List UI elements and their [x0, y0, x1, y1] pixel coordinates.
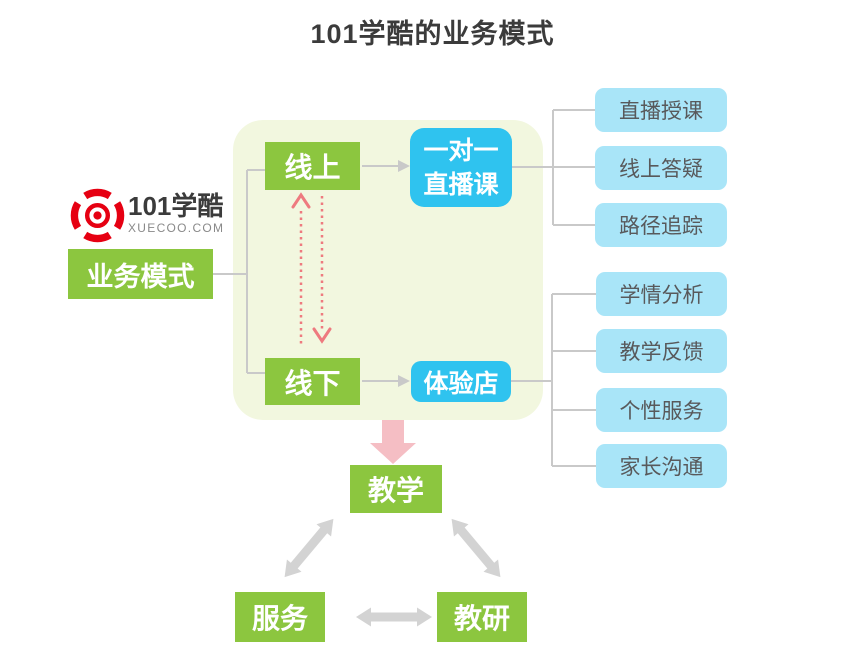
node-parent-communication: 家长沟通: [596, 444, 727, 488]
node-personal-service: 个性服务: [596, 388, 727, 432]
double-arrow-service-teaching-icon: [277, 512, 341, 584]
node-teaching-feedback: 教学反馈: [596, 329, 727, 373]
node-learning-analysis: 学情分析: [596, 272, 727, 316]
one-on-one-line1: 一对一: [423, 136, 499, 165]
node-one-on-one-live: 一对一 直播课: [410, 128, 512, 207]
node-research: 教研: [437, 592, 527, 642]
logo: 101学酷 XUECOO.COM: [70, 188, 224, 243]
page-title: 101学酷的业务模式: [310, 19, 555, 49]
node-path-tracking: 路径追踪: [595, 203, 727, 247]
node-one-on-one-live-label: 一对一 直播课: [423, 134, 498, 202]
one-on-one-line2: 直播课: [423, 170, 499, 199]
logo-domain: XUECOO.COM: [128, 221, 225, 235]
logo-text: 101学酷 XUECOO.COM: [128, 188, 224, 235]
double-arrow-teaching-research-icon: [444, 512, 508, 584]
pink-down-arrow-icon: [370, 420, 416, 464]
logo-name: 101学酷: [128, 191, 224, 221]
node-offline: 线下: [265, 358, 360, 405]
double-arrow-service-research-icon: [356, 607, 432, 627]
node-business-model: 业务模式: [68, 249, 213, 299]
aperture-ring-icon: [70, 188, 125, 243]
node-experience-store: 体验店: [411, 361, 511, 402]
node-service: 服务: [235, 592, 325, 642]
node-live-teaching: 直播授课: [595, 88, 727, 132]
node-teaching: 教学: [350, 465, 442, 513]
node-online-qa: 线上答疑: [595, 146, 727, 190]
node-online: 线上: [265, 142, 360, 190]
